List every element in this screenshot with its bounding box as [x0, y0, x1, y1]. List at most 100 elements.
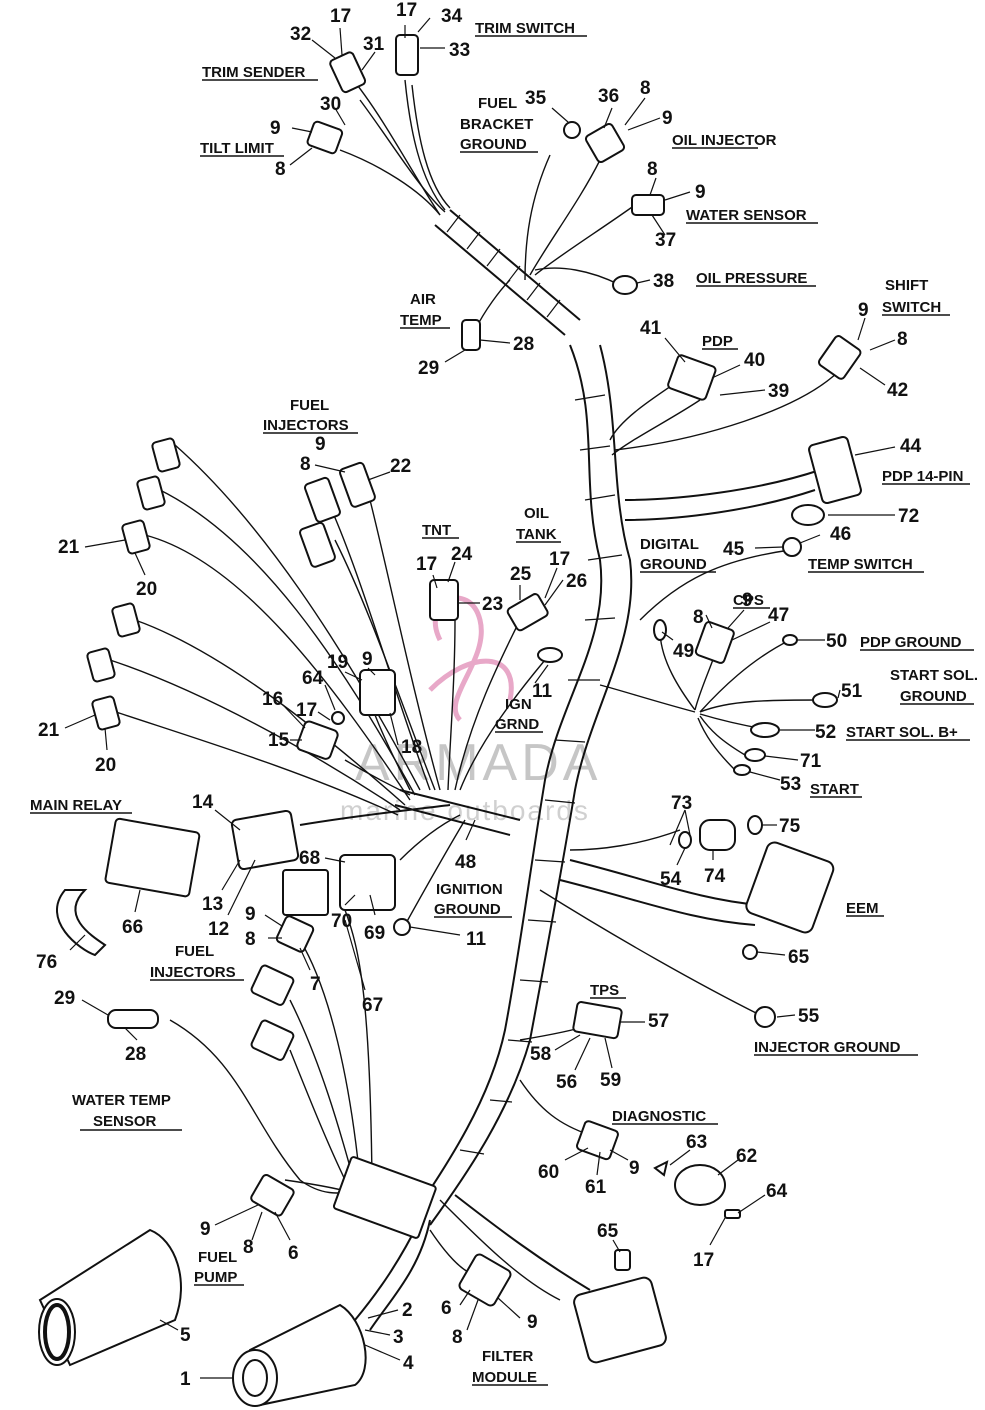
- callout: 24: [451, 544, 473, 565]
- callout: 7: [310, 974, 321, 995]
- label-digital-ground-1: DIGITAL: [640, 536, 699, 553]
- label-fuel-bracket-ground-2: BRACKET: [460, 116, 533, 133]
- callout: 14: [192, 792, 214, 813]
- label-start-sol-ground-1: START SOL.: [890, 667, 978, 684]
- callout: 25: [510, 564, 532, 585]
- callout: 66: [122, 917, 143, 938]
- callout: 41: [640, 318, 662, 339]
- component-labels: TRIM SWITCH TRIM SENDER TILT LIMIT FUEL …: [30, 20, 978, 1386]
- callout: 56: [556, 1072, 577, 1093]
- label-ignition-ground-2: GROUND: [434, 901, 501, 918]
- callout: 9: [315, 434, 326, 455]
- callout: 74: [704, 866, 726, 887]
- leader-lines: [64, 17, 896, 1379]
- callout: 17: [549, 549, 570, 570]
- callout: 4: [403, 1353, 414, 1374]
- label-oil-pressure: OIL PRESSURE: [696, 270, 807, 287]
- callout: 75: [779, 816, 801, 837]
- left-wires: [109, 444, 546, 1196]
- callout: 9: [270, 118, 281, 139]
- callout: 16: [262, 689, 283, 710]
- callout: 68: [299, 848, 320, 869]
- tube-part-1: [232, 1303, 367, 1407]
- label-underlines: [30, 35, 974, 1386]
- callout: 17: [416, 554, 437, 575]
- callout: 58: [530, 1044, 551, 1065]
- label-fuel-pump-1: FUEL: [198, 1249, 237, 1266]
- label-pdp-ground: PDP GROUND: [860, 634, 962, 651]
- callout: 38: [653, 271, 674, 292]
- label-pdp-14-pin: PDP 14-PIN: [882, 468, 963, 485]
- label-diagnostic: DIAGNOSTIC: [612, 1108, 706, 1125]
- watermark-title: ARMADA: [355, 734, 601, 792]
- tube-part-5: [38, 1228, 182, 1367]
- callout: 59: [600, 1070, 621, 1091]
- callout: 61: [585, 1177, 607, 1198]
- label-ign-grnd-2: GRND: [495, 716, 539, 733]
- callout: 33: [449, 40, 470, 61]
- callout: 44: [900, 436, 922, 457]
- callout: 39: [768, 381, 789, 402]
- callout: 63: [686, 1132, 707, 1153]
- callout: 9: [742, 590, 753, 611]
- callout: 9: [662, 108, 673, 129]
- callout: 46: [830, 524, 851, 545]
- label-start-sol-b: START SOL. B+: [846, 724, 958, 741]
- callout: 52: [815, 722, 836, 743]
- callout: 6: [288, 1243, 299, 1264]
- label-tps: TPS: [590, 982, 619, 999]
- callout: 45: [723, 539, 745, 560]
- label-shift-switch-2: SWITCH: [882, 299, 941, 316]
- label-trim-sender: TRIM SENDER: [202, 64, 306, 81]
- callout: 65: [597, 1221, 619, 1242]
- callout: 8: [452, 1327, 463, 1348]
- callout: 9: [527, 1312, 538, 1333]
- callout: 35: [525, 88, 547, 109]
- callout-numbers: 17 32 31 17 34 33 30 9 8 35 36 8 9 8 9 3…: [36, 0, 922, 1390]
- callout: 53: [780, 774, 801, 795]
- callout: 8: [300, 454, 311, 475]
- callout: 9: [629, 1158, 640, 1179]
- callout: 65: [788, 947, 810, 968]
- callout: 8: [245, 929, 256, 950]
- callout: 6: [441, 1298, 452, 1319]
- callout: 26: [566, 571, 587, 592]
- callout: 21: [38, 720, 60, 741]
- callout: 9: [695, 182, 706, 203]
- label-air-temp-2: TEMP: [400, 312, 442, 329]
- callout: 34: [441, 6, 463, 27]
- callout: 62: [736, 1146, 757, 1167]
- callout: 72: [898, 506, 919, 527]
- callout: 32: [290, 24, 311, 45]
- callout: 64: [766, 1181, 788, 1202]
- callout: 17: [330, 6, 351, 27]
- callout: 29: [418, 358, 439, 379]
- label-ignition-ground-1: IGNITION: [436, 881, 503, 898]
- label-water-temp-sensor-2: SENSOR: [93, 1113, 157, 1130]
- callout: 54: [660, 869, 682, 890]
- label-air-temp-1: AIR: [410, 291, 436, 308]
- callout: 28: [125, 1044, 146, 1065]
- callout: 64: [302, 668, 324, 689]
- label-shift-switch-1: SHIFT: [885, 277, 928, 294]
- callout: 40: [744, 350, 765, 371]
- callout: 30: [320, 94, 341, 115]
- callout: 28: [513, 334, 534, 355]
- callout: 20: [136, 579, 157, 600]
- callout: 17: [693, 1250, 714, 1271]
- callout: 20: [95, 755, 116, 776]
- callout: 3: [393, 1327, 404, 1348]
- callout: 19: [327, 652, 348, 673]
- label-cps: CPS: [733, 592, 764, 609]
- callout: 9: [858, 300, 869, 321]
- label-oil-tank-1: OIL: [524, 505, 549, 522]
- label-filter-module-2: MODULE: [472, 1369, 537, 1386]
- callout: 47: [768, 605, 789, 626]
- label-water-temp-sensor-1: WATER TEMP: [72, 1092, 171, 1109]
- callout: 8: [275, 159, 286, 180]
- label-fuel-injectors-top-1: FUEL: [290, 397, 329, 414]
- label-pdp: PDP: [702, 333, 733, 350]
- callout: 23: [482, 594, 503, 615]
- label-fuel-bracket-ground-3: GROUND: [460, 136, 527, 153]
